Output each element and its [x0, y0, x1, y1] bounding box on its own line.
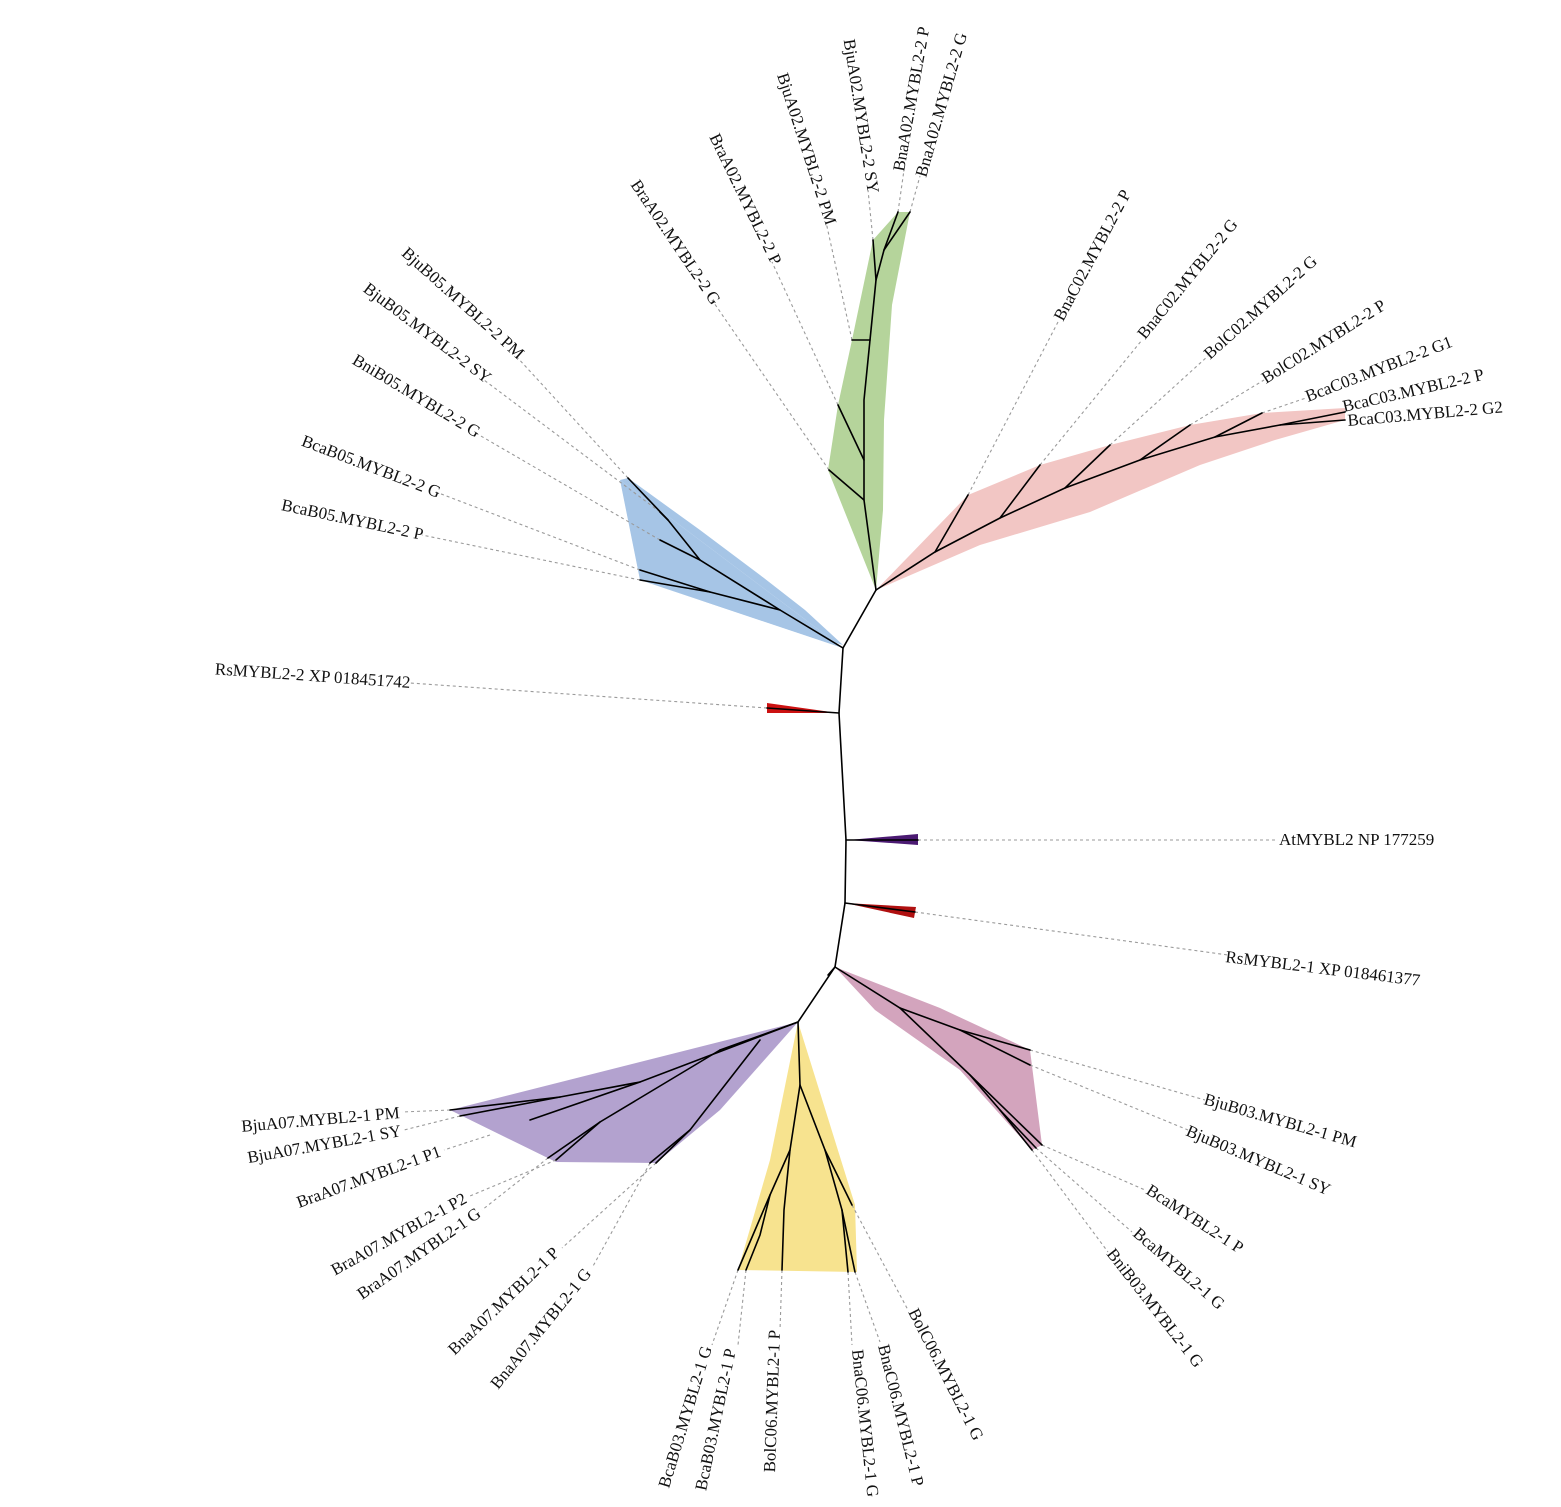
leader-line	[711, 1269, 739, 1346]
leaf-label: BolC06.MYBL2-1 G	[904, 1305, 987, 1443]
leader-line	[851, 1204, 909, 1311]
leader-line	[421, 534, 641, 581]
clade-fill-rs-mybl2-2	[767, 703, 838, 713]
leader-line	[1261, 397, 1307, 414]
leader-line	[779, 1269, 783, 1331]
branch-c	[934, 494, 969, 553]
clade-fill-b05-outer	[620, 480, 843, 648]
leader-line	[771, 261, 839, 406]
leader-line	[561, 1162, 657, 1249]
clade-fill-b03-mybl2-1	[835, 967, 1042, 1150]
tree-branches	[449, 211, 1346, 1273]
branch-rs-mybl2-2	[766, 707, 840, 714]
clade-fill-c-mybl2-2	[876, 408, 1345, 590]
branch-a02	[837, 404, 865, 461]
branch-c	[875, 411, 1346, 591]
branch-c06	[781, 1149, 791, 1271]
leaf-label: BniB03.MYBL2-1 G	[1103, 1245, 1208, 1371]
leaf-label: BjuB05.MYBL2-2 PM	[398, 243, 528, 363]
clade-fill-b05-mybl2-2	[620, 478, 843, 648]
branch-b05	[659, 511, 669, 521]
branch-a07	[555, 1121, 601, 1161]
branch-a02	[872, 239, 877, 281]
clade-fill-rs-mybl2-1	[845, 903, 916, 918]
leader-line	[435, 491, 641, 571]
branch-c06	[824, 1149, 853, 1206]
clade-fills	[450, 212, 1345, 1272]
branch-b03	[959, 1029, 1031, 1066]
branch-a02	[828, 469, 865, 501]
leader-line	[854, 1271, 881, 1343]
branch-a07	[529, 1081, 641, 1121]
branch-a07	[649, 1129, 691, 1164]
leader-line	[867, 189, 874, 241]
leader-line	[825, 221, 853, 341]
leaf-label: BraA02.MYBL2-2 G	[627, 176, 725, 308]
leader-line	[737, 1269, 747, 1346]
branch-c06	[841, 1209, 856, 1273]
leader-line	[481, 1157, 549, 1211]
leader-line	[897, 169, 905, 213]
leader-line	[591, 1162, 651, 1269]
branch-a07	[449, 1021, 799, 1111]
leader-line	[443, 1134, 491, 1151]
leader-line	[403, 1115, 461, 1131]
leader-line	[967, 321, 1059, 496]
leader-line	[409, 682, 768, 709]
clade-fill-c06-mybl2-1	[738, 1022, 857, 1272]
leaf-label: AtMYBL2 NP 177259	[1279, 830, 1434, 849]
leaf-labels: BraA02.MYBL2-2 G BraA02.MYBL2-2 P BjuA02…	[214, 25, 1503, 1498]
leaf-label: BnaC06.MYBL2-1 P	[874, 1342, 928, 1488]
leader-line	[469, 1159, 557, 1197]
leaf-label: BnaA07.MYBL2-1 G	[486, 1265, 595, 1393]
leaf-label: BcaB05.MYBL2-2 G	[299, 431, 443, 502]
leaf-label: BraA02.MYBL2-2 P	[705, 130, 785, 267]
backbone	[827, 966, 836, 976]
leader-line	[401, 1109, 451, 1113]
clade-fill-a07-mybl2-1	[450, 1022, 798, 1163]
branch-b05	[659, 539, 701, 561]
branch-a07	[719, 1021, 799, 1051]
branch-c	[1139, 424, 1191, 461]
branch-b03	[834, 966, 1031, 1051]
leader-line	[1189, 379, 1265, 426]
leader-line	[847, 1271, 853, 1346]
branch-c	[1279, 419, 1346, 426]
branch-a02	[863, 211, 899, 591]
branch-rs-mybl2-1	[844, 902, 916, 913]
leader-line	[914, 911, 1229, 956]
leaf-label: BnaA07.MYBL2-1 P	[444, 1243, 563, 1358]
leaf-label: BolC06.MYBL2-1 P	[760, 1329, 784, 1472]
leader-line	[711, 299, 830, 471]
branch-a02	[883, 211, 911, 251]
leader-line	[909, 175, 921, 213]
leader-line	[483, 379, 661, 513]
leader-line	[1041, 1144, 1146, 1191]
branch-c06	[745, 1194, 771, 1271]
clade-fill-a02-mybl2-2	[828, 212, 910, 590]
leaf-label: RsMYBL2-2 XP 018451742	[214, 659, 411, 692]
leader-line	[515, 355, 629, 479]
branch-b05	[639, 579, 711, 593]
leader-lines	[401, 169, 1307, 1346]
branch-c	[999, 464, 1041, 519]
leader-line	[1029, 1049, 1206, 1101]
branch-b03	[999, 1109, 1033, 1151]
leaf-label: BnaC02.MYBL2-2 P	[1050, 187, 1135, 324]
leader-line	[1109, 355, 1209, 446]
backbone	[797, 589, 877, 1023]
leaf-label: RsMYBL2-1 XP 018461377	[1225, 947, 1422, 990]
leaf-label: BcaB05.MYBL2-2 P	[280, 495, 425, 544]
leaf-label: BjuA02.MYBL2-2 SY	[840, 38, 883, 195]
leaf-label: BjuA02.MYBL2-2 PM	[773, 70, 840, 227]
branch-c	[1064, 444, 1111, 489]
leader-line	[1039, 339, 1143, 466]
leaf-label: BnaC06.MYBL2-1 G	[848, 1348, 882, 1497]
branch-c06	[799, 1084, 849, 1273]
branch-c	[1214, 412, 1263, 438]
leader-line	[1029, 1064, 1189, 1131]
leaf-label: BnaC02.MYBL2-2 G	[1133, 215, 1241, 342]
branch-a07	[459, 1096, 561, 1117]
